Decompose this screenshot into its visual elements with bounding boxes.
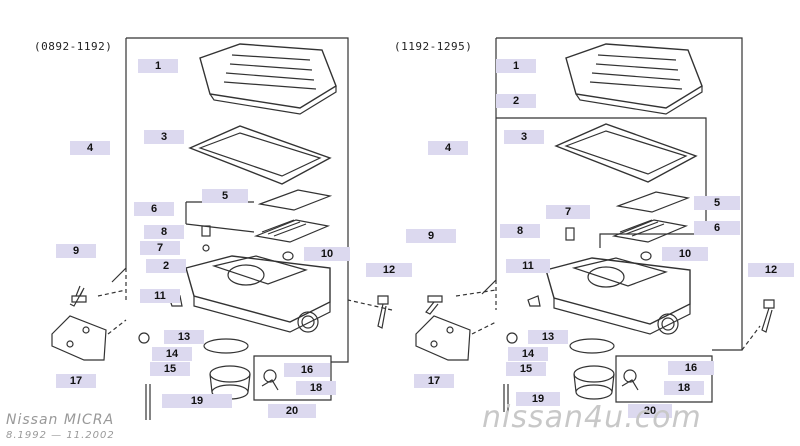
- variant-label-right: (1192-1295): [394, 40, 473, 53]
- callout-right-17[interactable]: 17: [414, 374, 454, 388]
- model-name: Nissan MICRA: [6, 412, 115, 428]
- callout-right-11[interactable]: 11: [506, 259, 550, 273]
- site-watermark: nissan4u.com: [482, 400, 702, 435]
- callout-right-9[interactable]: 9: [406, 229, 456, 243]
- callout-right-2[interactable]: 2: [496, 94, 536, 108]
- callout-right-3[interactable]: 3: [504, 130, 544, 144]
- callout-right-13[interactable]: 13: [528, 330, 568, 344]
- callout-left-5[interactable]: 5: [202, 189, 248, 203]
- callout-left-10[interactable]: 10: [304, 247, 350, 261]
- callout-right-18[interactable]: 18: [664, 381, 704, 395]
- callout-left-1[interactable]: 1: [138, 59, 178, 73]
- callout-left-15[interactable]: 15: [150, 362, 190, 376]
- callout-right-10[interactable]: 10: [662, 247, 708, 261]
- callout-right-8[interactable]: 8: [500, 224, 540, 238]
- callout-left-20[interactable]: 20: [268, 404, 316, 418]
- callout-right-1[interactable]: 1: [496, 59, 536, 73]
- callout-right-7[interactable]: 7: [546, 205, 590, 219]
- callout-right-15[interactable]: 15: [506, 362, 546, 376]
- callout-left-4[interactable]: 4: [70, 141, 110, 155]
- callout-right-16[interactable]: 16: [668, 361, 714, 375]
- callout-right-20[interactable]: 20: [628, 404, 672, 418]
- production-dates: 8.1992 — 11.2002: [6, 430, 115, 441]
- callout-right-12[interactable]: 12: [748, 263, 794, 277]
- callout-left-18[interactable]: 18: [296, 381, 336, 395]
- callout-left-7[interactable]: 7: [140, 241, 180, 255]
- callout-left-2[interactable]: 2: [146, 259, 186, 273]
- callout-left-6[interactable]: 6: [134, 202, 174, 216]
- callout-right-4[interactable]: 4: [428, 141, 468, 155]
- callout-right-5[interactable]: 5: [694, 196, 740, 210]
- callout-left-17[interactable]: 17: [56, 374, 96, 388]
- callout-left-14[interactable]: 14: [152, 347, 192, 361]
- callout-left-8[interactable]: 8: [144, 225, 184, 239]
- callout-left-19[interactable]: 19: [162, 394, 232, 408]
- callout-right-19[interactable]: 19: [516, 392, 560, 406]
- callout-right-14[interactable]: 14: [508, 347, 548, 361]
- callout-right-6[interactable]: 6: [694, 221, 740, 235]
- callout-left-3[interactable]: 3: [144, 130, 184, 144]
- variant-label-left: (0892-1192): [34, 40, 113, 53]
- callout-left-9[interactable]: 9: [56, 244, 96, 258]
- callout-left-13[interactable]: 13: [164, 330, 204, 344]
- callout-left-16[interactable]: 16: [284, 363, 330, 377]
- callout-left-12[interactable]: 12: [366, 263, 412, 277]
- callout-left-11[interactable]: 11: [140, 289, 180, 303]
